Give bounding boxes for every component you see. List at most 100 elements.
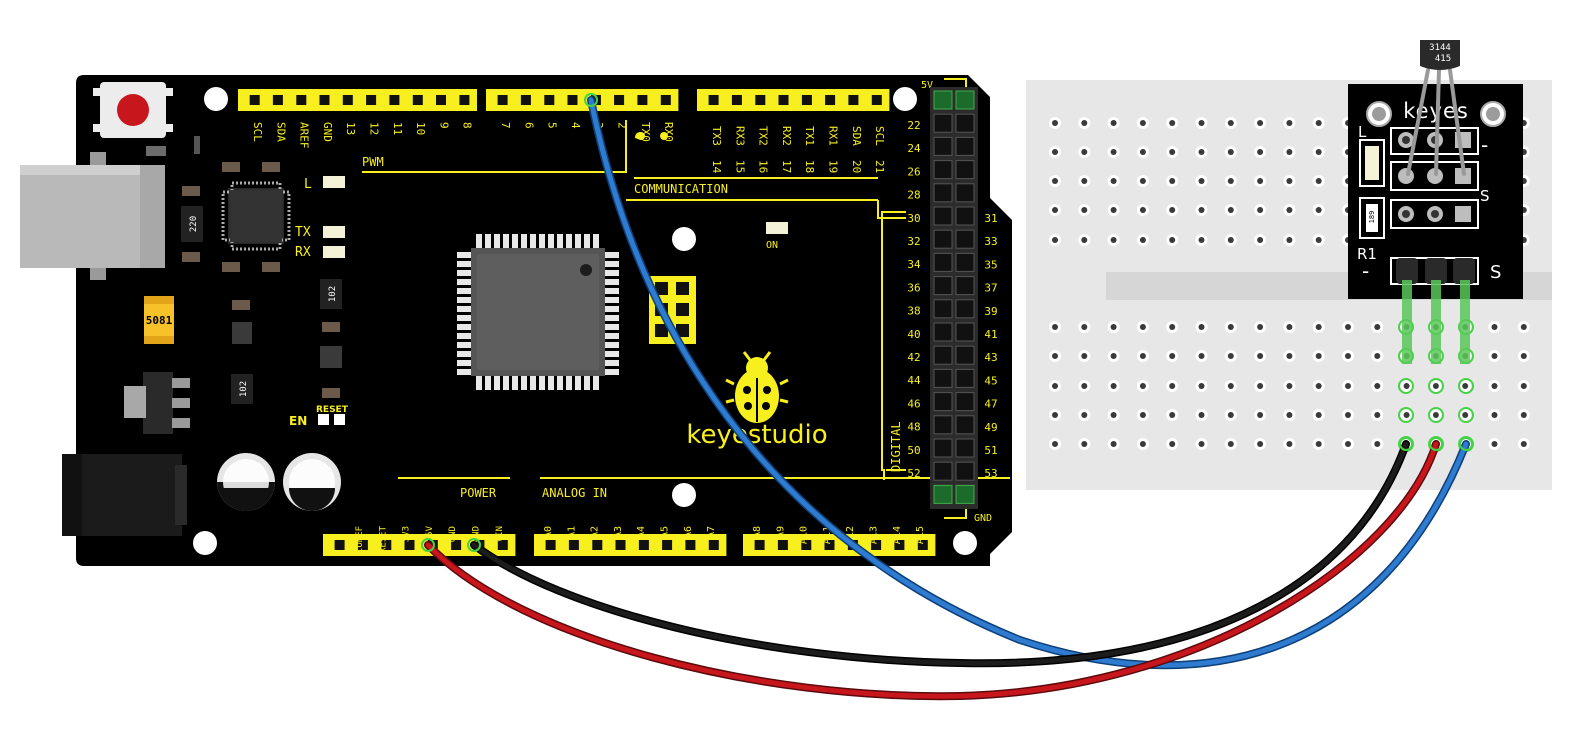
pin-label: 15: [733, 160, 746, 173]
pin-label: 19: [827, 160, 840, 173]
mcu-chip: [457, 234, 619, 390]
digital-pin-number: 44: [907, 374, 921, 387]
wire-endpoints: [421, 93, 1473, 552]
digital-pin-number: 28: [907, 189, 920, 202]
pin-label: 20: [850, 160, 863, 173]
digital-pin-number: 50: [907, 444, 920, 457]
header-digital-top-left[interactable]: [238, 89, 477, 111]
pin-label: A6: [683, 526, 694, 538]
led-rx-label: RX: [295, 245, 311, 260]
pin-label: 9: [437, 122, 450, 129]
pin-label: A2: [590, 526, 601, 538]
pin-label: 7: [499, 122, 512, 129]
digital-pin-number: 24: [907, 142, 921, 155]
module-label-s-top: S: [1480, 187, 1490, 205]
pin-label: 5V: [425, 525, 435, 536]
digital-pin-number: 53: [984, 467, 997, 480]
brand-logo-text: keyestudio: [686, 420, 827, 450]
pin-label: SDA: [274, 122, 287, 142]
pin-label: A15: [915, 526, 926, 544]
digital-pin-number: 43: [984, 351, 997, 364]
reset-label: RESET: [316, 405, 349, 415]
led-tx-label: TX: [295, 225, 311, 240]
fuse-label: 5081: [146, 314, 173, 327]
pin-label: GND: [448, 526, 458, 542]
digital-pin-number: 37: [984, 282, 997, 295]
led-l-label: L: [304, 177, 312, 192]
pin-label: VIN: [495, 526, 505, 542]
digital-pin-number: 31: [984, 212, 997, 225]
digital-pin-number: 47: [984, 398, 997, 411]
pin-label: 5: [546, 122, 559, 129]
pin-label: AREF: [298, 122, 311, 149]
pin-label: GND: [321, 122, 334, 142]
digital-pin-number: 40: [907, 328, 920, 341]
digital-pin-number: 34: [907, 258, 921, 271]
pin-label: RESET: [378, 525, 388, 553]
pin-label: TX3: [710, 126, 723, 146]
header-analog-a[interactable]: [534, 534, 727, 556]
pin-label: 12: [368, 122, 381, 135]
digital-pin-number: 39: [984, 305, 997, 318]
pin-label: 17: [780, 160, 793, 173]
digital-pin-number: 41: [984, 328, 997, 341]
digital-pin-number: 46: [907, 397, 920, 410]
ladybug-logo-icon: [725, 351, 789, 423]
hall-sensor-3144: 3144 415: [1420, 40, 1460, 70]
pin-label: A4: [636, 526, 647, 538]
header-communication[interactable]: [697, 89, 890, 111]
pwm-label: PWM: [362, 155, 384, 169]
pin-label: 21: [873, 160, 886, 173]
pin-label: A1: [566, 526, 577, 538]
wires: [424, 96, 1470, 701]
pin-label: SCL: [873, 126, 886, 146]
digital-pin-number: 49: [984, 421, 997, 434]
pin-label: A13: [869, 526, 880, 544]
pin-label: SCL: [251, 122, 264, 142]
pin-label: A8: [752, 526, 763, 538]
pin-label: TX2: [757, 126, 770, 146]
usb-controller-chip: [221, 181, 291, 251]
pin-label: 2: [616, 122, 629, 129]
pin-label: 10: [414, 122, 427, 135]
header-digital-top-mid[interactable]: [486, 89, 679, 111]
digital-pin-number: 30: [907, 212, 920, 225]
pin-label: A7: [706, 526, 717, 538]
pin-label: SDA: [850, 126, 863, 146]
pin-label: A5: [660, 526, 671, 538]
analog-in-label: ANALOG IN: [542, 486, 607, 500]
module-label-s-bottom: S: [1490, 262, 1501, 283]
pin-label: 14: [710, 160, 723, 174]
digital-pin-number: 48: [907, 421, 920, 434]
gnd-label: GND: [974, 513, 992, 524]
pin-label: A9: [775, 526, 786, 538]
five-v-label: 5V: [921, 80, 933, 91]
pin-label: A10: [799, 526, 810, 544]
chip-102a-label: 102: [328, 286, 338, 302]
pin-label: IOREF: [355, 526, 365, 553]
pin-label: RX2: [780, 126, 793, 146]
digital-pin-number: 32: [907, 235, 920, 248]
pin-label: A12: [845, 526, 856, 544]
digital-pin-number: 33: [984, 235, 997, 248]
header-digital-double[interactable]: [930, 87, 978, 509]
module-minus-bottom: -: [1362, 259, 1369, 283]
pin-label: RX1: [827, 126, 840, 146]
capacitor: [283, 453, 341, 511]
digital-pin-number: 22: [907, 119, 920, 132]
digital-pin-number: 38: [907, 305, 920, 318]
pin-label: A3: [613, 526, 624, 538]
reset-button-icon[interactable]: [93, 82, 173, 138]
pin-label: 18: [803, 160, 816, 173]
digital-pin-number: 35: [984, 258, 997, 271]
pin-label: 8: [461, 122, 474, 129]
communication-label: COMMUNICATION: [634, 182, 728, 196]
module-label-l: L: [1358, 123, 1367, 141]
pin-label: A11: [822, 526, 833, 544]
sensor-line2: 415: [1435, 54, 1451, 64]
pin-label: RX3: [733, 126, 746, 146]
module-label-r1: R1: [1357, 245, 1377, 263]
digital-pin-number: 42: [907, 351, 920, 364]
pin-label: 6: [522, 122, 535, 129]
